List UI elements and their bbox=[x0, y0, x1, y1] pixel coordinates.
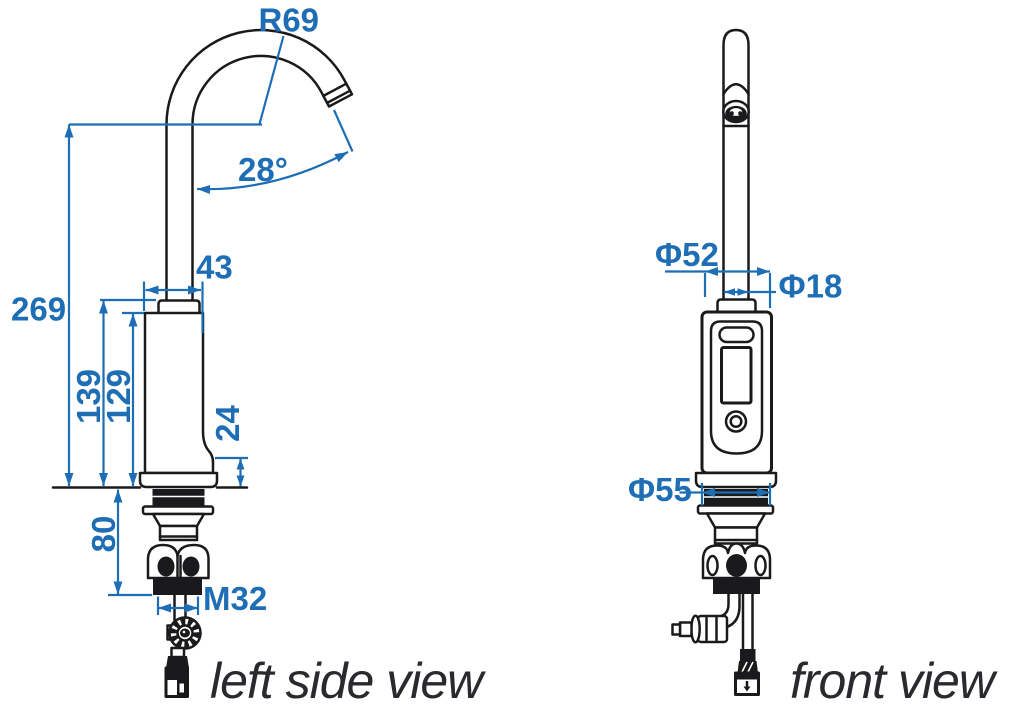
faucet-body-left bbox=[143, 311, 215, 475]
base-flange-left bbox=[138, 471, 219, 489]
aerator-dot-1 bbox=[729, 111, 734, 116]
nut-hole-left-2 bbox=[182, 556, 200, 577]
valve-knob-highlight bbox=[182, 630, 186, 634]
dim-line-24 bbox=[215, 456, 248, 487]
arrow-80-down bbox=[113, 581, 123, 595]
nut-hole-front-left bbox=[706, 554, 719, 577]
arrow-24-up bbox=[236, 458, 245, 470]
dim-line-phi55 bbox=[679, 483, 772, 506]
faucet-outline-left bbox=[51, 28, 354, 698]
plug-arrow-head bbox=[743, 686, 751, 692]
cable-plug-band bbox=[737, 674, 757, 680]
arrow-43-right bbox=[188, 285, 201, 295]
hose-neck-left bbox=[170, 646, 186, 659]
nut-hole-front-right bbox=[754, 554, 767, 577]
dimension-lines-left bbox=[67, 35, 354, 615]
dim-label-139: 139 bbox=[70, 369, 107, 424]
dim-label-129: 129 bbox=[100, 369, 137, 424]
arrow-m32-right bbox=[185, 603, 198, 613]
threaded-stub-left bbox=[153, 578, 202, 595]
dim-label-phi52: Φ52 bbox=[655, 236, 719, 273]
faucet-outline-front bbox=[671, 28, 778, 696]
sensor-eye-outer bbox=[724, 410, 748, 433]
dimension-arrows-left bbox=[64, 124, 348, 613]
arrow-269-down bbox=[64, 473, 74, 486]
front-view-label: front view bbox=[790, 653, 998, 709]
arrow-129-up bbox=[128, 313, 138, 327]
valve-knob-center bbox=[180, 628, 190, 638]
arrow-phi52-left bbox=[705, 267, 718, 276]
elbow-nozzle-tip bbox=[671, 623, 682, 636]
shrink-cone-stripes bbox=[741, 661, 754, 673]
panel-pill-slot bbox=[718, 326, 755, 344]
spout-collar-front bbox=[716, 298, 757, 314]
spout-tip-extension bbox=[332, 109, 354, 152]
hose-collar-left bbox=[166, 656, 189, 668]
tailpiece-cone-left bbox=[151, 512, 206, 528]
hex-fitting-lines bbox=[705, 616, 718, 642]
arrow-129-down bbox=[128, 473, 138, 486]
mounting-nut-notch bbox=[176, 554, 182, 580]
arrow-80-up bbox=[113, 489, 123, 503]
sensor-panel bbox=[709, 320, 764, 455]
spout-gooseneck bbox=[165, 28, 354, 302]
dim-label-24: 24 bbox=[209, 405, 246, 442]
arrow-phi18-right bbox=[737, 288, 749, 296]
dim-label-r69: R69 bbox=[259, 2, 320, 39]
arrow-phi18-left bbox=[724, 288, 735, 296]
arrow-angle-left bbox=[197, 185, 211, 194]
dim-label-269: 269 bbox=[11, 291, 66, 328]
elbow-nozzle bbox=[678, 621, 693, 638]
cable-collar bbox=[740, 649, 756, 661]
arrow-angle-right bbox=[334, 152, 348, 163]
base-gasket-left bbox=[152, 489, 205, 506]
threaded-stub-front bbox=[713, 578, 760, 594]
dim-label-43: 43 bbox=[196, 249, 233, 286]
spout-bend-silhouette bbox=[722, 83, 750, 96]
hose-plug-slot-left bbox=[179, 683, 184, 693]
arrow-43-left bbox=[145, 285, 159, 295]
dim-label-phi55: Φ55 bbox=[628, 471, 692, 508]
dim-label-phi18: Φ18 bbox=[779, 268, 843, 305]
dimension-labels-front: Φ52 Φ18 Φ55 bbox=[628, 236, 842, 508]
sensor-eye-inner bbox=[729, 414, 743, 429]
arrow-139-up bbox=[99, 300, 108, 314]
elbow-hex-fitting bbox=[696, 614, 729, 644]
sensor-cable bbox=[741, 592, 754, 651]
spout-tip-detail bbox=[322, 82, 352, 105]
valve-knob-knurl bbox=[170, 618, 200, 648]
spout-tube-front bbox=[722, 28, 750, 301]
dim-label-angle: 28° bbox=[238, 151, 288, 188]
arrow-269-up bbox=[64, 124, 74, 138]
base-flange-front bbox=[694, 471, 778, 489]
angle-arc-28 bbox=[196, 151, 349, 191]
dimension-labels-left: R69 28° 269 43 139 129 24 80 M32 bbox=[11, 2, 319, 618]
tailpiece-barrel-left bbox=[158, 524, 199, 542]
tailpiece-cone-front bbox=[705, 512, 767, 529]
aerator-dot-2 bbox=[738, 111, 743, 116]
arrow-24-down bbox=[236, 475, 245, 487]
dimension-arrows-front bbox=[702, 267, 770, 497]
dim-line-129 bbox=[122, 311, 144, 486]
dim-label-m32: M32 bbox=[203, 580, 267, 617]
r69-leader-line bbox=[258, 35, 285, 125]
arrow-m32-left bbox=[158, 603, 171, 613]
arrow-phi52-right bbox=[757, 267, 770, 276]
left-side-view-label: left side view bbox=[210, 653, 486, 709]
arrow-139-down bbox=[99, 473, 108, 486]
arrow-phi55-right bbox=[757, 488, 770, 497]
front-view: Φ52 Φ18 Φ55 front view bbox=[628, 28, 999, 709]
hose-plug-band-left bbox=[167, 669, 187, 680]
left-side-view: R69 28° 269 43 139 129 24 80 M32 left si… bbox=[11, 2, 487, 710]
dim-line-80 bbox=[108, 489, 152, 597]
display-window bbox=[720, 346, 753, 405]
dim-line-m32 bbox=[156, 596, 200, 615]
dim-label-80: 80 bbox=[85, 516, 122, 553]
nut-hole-left-1 bbox=[157, 556, 175, 577]
spout-collar bbox=[157, 299, 201, 315]
dim-line-139 bbox=[100, 298, 156, 486]
arrow-phi55-left bbox=[702, 488, 715, 497]
nut-center-hole-front bbox=[726, 554, 747, 577]
